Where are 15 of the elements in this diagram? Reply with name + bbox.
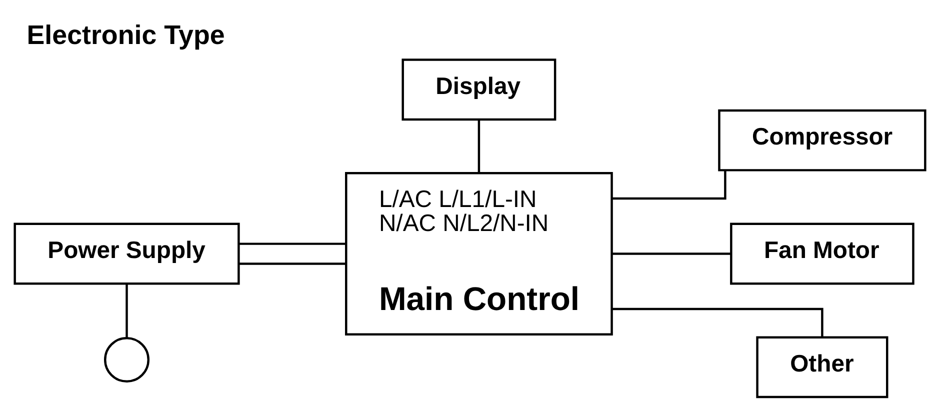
- node-box: L/AC L/L1/L-IN N/AC N/L2/N-IN Main Control: [345, 172, 613, 336]
- connector: [239, 242, 346, 245]
- node-box: Compressor: [718, 109, 926, 172]
- connector: [478, 120, 480, 172]
- node-circle: [104, 336, 150, 382]
- node-box: Display: [402, 58, 556, 121]
- node-box: Power Supply: [14, 222, 240, 285]
- connector: [612, 170, 726, 200]
- connector: [612, 308, 824, 337]
- node-box: Other: [756, 336, 888, 398]
- connector: [612, 252, 731, 255]
- connector: [239, 262, 346, 265]
- node-box: Fan Motor: [730, 222, 914, 285]
- connector: [126, 284, 128, 338]
- diagram-title: Electronic Type: [26, 20, 225, 50]
